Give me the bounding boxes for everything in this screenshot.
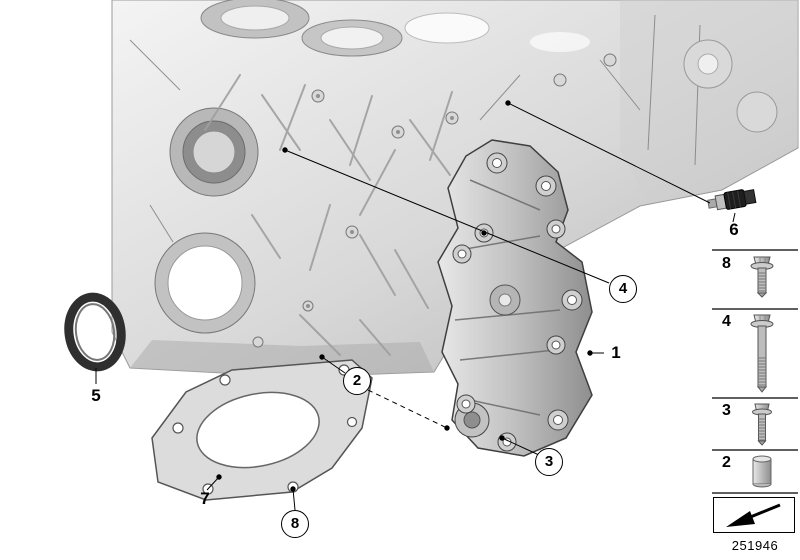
flanged-hex-bolt-4-icon[interactable] (750, 314, 774, 393)
diagram-number: 251946 (731, 538, 779, 553)
callout-circle-8[interactable]: 8 (281, 510, 309, 538)
sidebar-dividers (712, 249, 798, 494)
flanged-hex-bolt-8-icon[interactable] (750, 256, 774, 298)
gasket-part (151, 359, 373, 501)
sidebar-item-3-label[interactable]: 3 (722, 402, 731, 419)
part-label-1[interactable]: 1 (611, 343, 621, 362)
sidebar-item-2-label[interactable]: 2 (722, 454, 731, 471)
leader-lines (95, 100, 736, 511)
bushing-sleeve-2-icon[interactable] (752, 455, 772, 488)
hex-bolt-3-icon[interactable] (752, 403, 772, 446)
sensor-part (707, 189, 757, 211)
part-label-5[interactable]: 5 (91, 386, 101, 405)
shaft-seal-part (64, 292, 126, 372)
part-label-7[interactable]: 7 (200, 489, 210, 508)
sidebar-item-4-label[interactable]: 4 (722, 313, 731, 330)
part-label-6[interactable]: 6 (729, 220, 739, 239)
callout-circle-2[interactable]: 2 (343, 367, 371, 395)
corner-arrow-icon (726, 503, 781, 527)
continuation-arrow-box[interactable] (713, 497, 795, 533)
bracket-part (437, 139, 593, 457)
sidebar-item-8-label[interactable]: 8 (722, 255, 731, 272)
callout-circle-4[interactable]: 4 (609, 275, 637, 303)
callout-circle-3[interactable]: 3 (535, 448, 563, 476)
